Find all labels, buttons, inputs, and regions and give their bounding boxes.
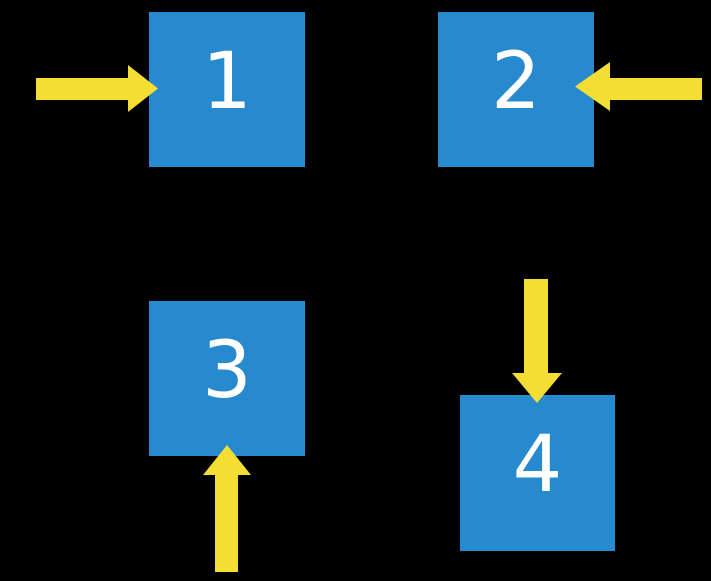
square-1-label: 1 xyxy=(202,36,252,127)
square-4-label: 4 xyxy=(512,420,563,510)
arrow-right-icon xyxy=(36,65,158,112)
square-3[interactable]: 3 xyxy=(149,301,305,456)
arrow-down-icon xyxy=(512,279,562,403)
square-1[interactable]: 1 xyxy=(149,12,305,167)
square-3-label: 3 xyxy=(202,325,252,416)
square-2-label: 2 xyxy=(491,36,541,127)
square-4[interactable]: 4 xyxy=(460,395,615,551)
square-2[interactable]: 2 xyxy=(438,12,594,167)
arrow-up-icon xyxy=(203,445,251,572)
arrow-left-icon xyxy=(575,62,702,111)
